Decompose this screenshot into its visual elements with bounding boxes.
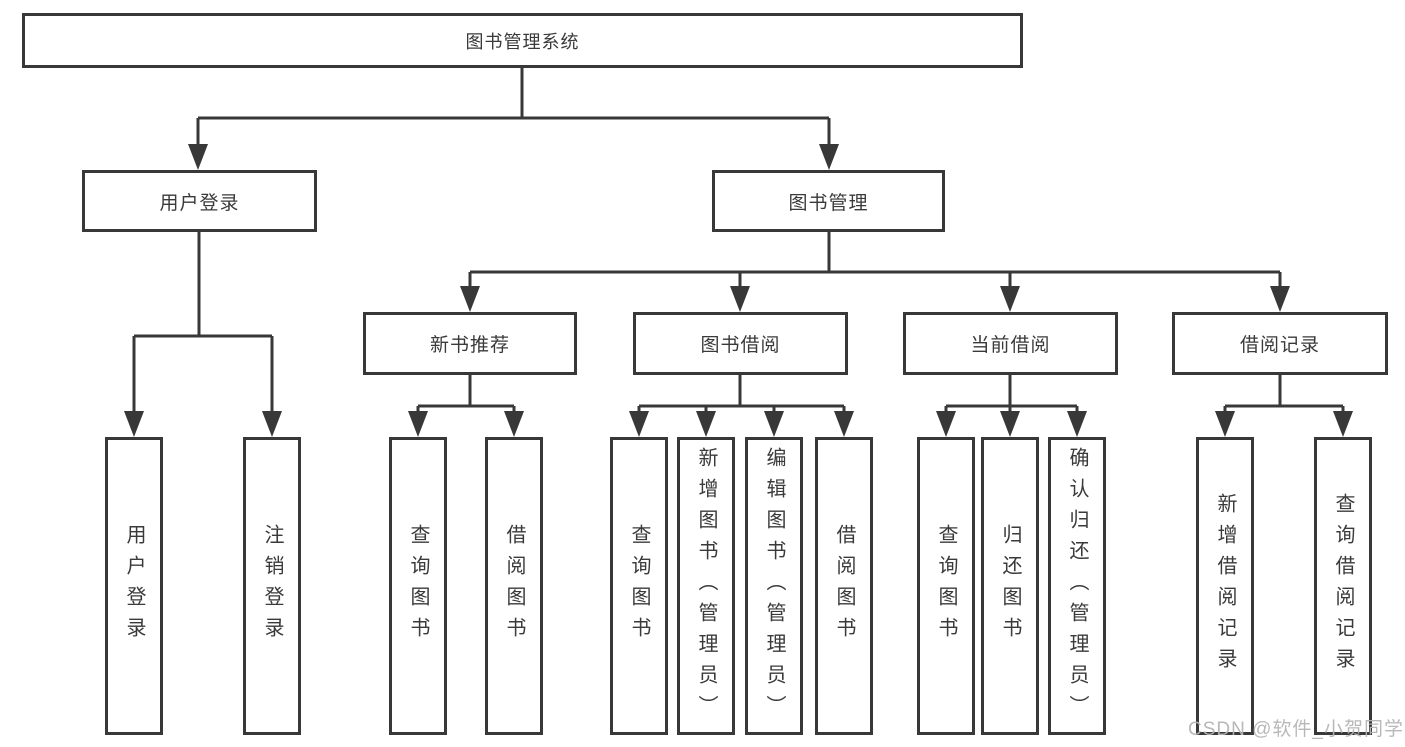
node-current-borrowing: 当前借阅 xyxy=(903,312,1118,375)
node-new-book-recommendation: 新书推荐 xyxy=(363,312,577,375)
node-borrowing-records: 借阅记录 xyxy=(1172,312,1388,375)
connector-paths xyxy=(132,68,1345,413)
node-library-management-system: 图书管理系统 xyxy=(22,13,1023,68)
node-book-management: 图书管理 xyxy=(712,170,945,232)
leaf-logout: 注销登录 xyxy=(243,437,301,735)
leaf-borrow-books-recommend: 借阅图书 xyxy=(485,437,543,735)
leaf-query-books-recommend: 查询图书 xyxy=(389,437,447,735)
leaf-add-books-admin: 新增图书（管理员） xyxy=(677,437,735,735)
leaf-confirm-return-admin: 确认归还（管理员） xyxy=(1048,437,1106,735)
leaf-query-books-borrow: 查询图书 xyxy=(610,437,668,735)
leaf-query-borrow-record: 查询借阅记录 xyxy=(1314,437,1372,735)
leaf-edit-books-admin: 编辑图书（管理员） xyxy=(745,437,803,735)
leaf-query-books-current: 查询图书 xyxy=(917,437,975,735)
leaf-user-login: 用户登录 xyxy=(105,437,163,735)
leaf-add-borrow-record: 新增借阅记录 xyxy=(1196,437,1254,735)
csdn-watermark: CSDN @软件_小贺同学 xyxy=(1188,719,1404,740)
leaf-return-books: 归还图书 xyxy=(981,437,1039,735)
arrowhead-markers xyxy=(124,144,1353,437)
node-user-login: 用户登录 xyxy=(82,170,317,232)
node-book-borrowing: 图书借阅 xyxy=(633,312,848,375)
leaf-borrow-books: 借阅图书 xyxy=(815,437,873,735)
